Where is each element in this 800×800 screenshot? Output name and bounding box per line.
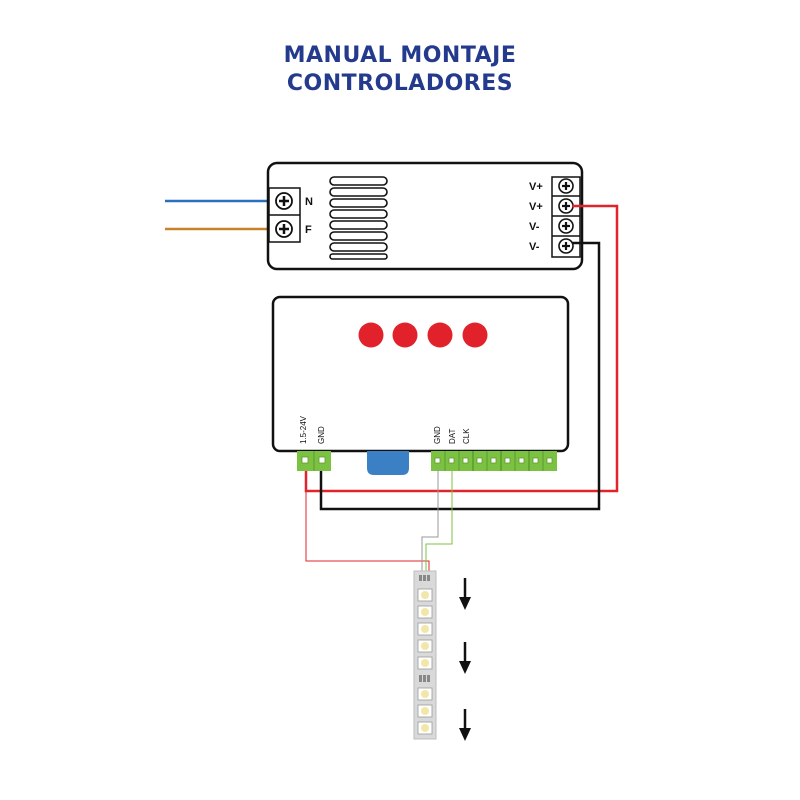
- blue-connector: [367, 451, 409, 475]
- power-terminal-block: [297, 451, 331, 471]
- down-arrow-icon: [459, 642, 471, 674]
- signal-terminal-block: [431, 451, 557, 471]
- screw-terminal-icon: [275, 220, 293, 238]
- negative-wire: [319, 241, 601, 511]
- down-arrow-icon: [459, 709, 471, 741]
- input-label-n: N: [305, 196, 313, 208]
- led-chip-icon: [417, 687, 433, 701]
- led-chip-icon: [417, 639, 433, 653]
- led-strip: [413, 570, 437, 740]
- output-label-vplus-1: V+: [529, 181, 543, 193]
- down-arrow-icon: [459, 578, 471, 610]
- screw-terminal-icon: [558, 218, 574, 234]
- led-chip-icon: [417, 704, 433, 718]
- screw-terminal-icon: [558, 238, 574, 254]
- output-label-vminus-2: V-: [529, 241, 540, 253]
- vent-grille: [329, 176, 388, 260]
- strip-gnd-wire: [421, 468, 439, 576]
- terminal-label-dat: DAT: [448, 428, 457, 444]
- terminal-label-power: 1.5-24V: [299, 415, 308, 444]
- led-chip-icon: [417, 622, 433, 636]
- terminal-label-clk: CLK: [462, 428, 471, 444]
- led-chip-icon: [417, 588, 433, 602]
- positive-wire: [304, 204, 619, 493]
- screw-terminal-icon: [275, 192, 293, 210]
- page-title-line-1: MANUAL MONTAJE: [283, 43, 517, 68]
- output-label-vminus-1: V-: [529, 221, 540, 233]
- controller-button-2[interactable]: [392, 322, 418, 348]
- controller-button-3[interactable]: [427, 322, 453, 348]
- power-supply: N F: [266, 161, 584, 271]
- strip-data-wire: [425, 468, 453, 576]
- output-label-vplus-2: V+: [529, 201, 543, 213]
- led-chip-icon: [417, 656, 433, 670]
- controller-button-1[interactable]: [358, 322, 384, 348]
- page-title-line-2: CONTROLADORES: [286, 71, 514, 96]
- controller-button-4[interactable]: [462, 322, 488, 348]
- input-label-f: F: [305, 224, 312, 236]
- led-chip-icon: [417, 605, 433, 619]
- strip-power-wire: [305, 491, 430, 576]
- led-chip-icon: [417, 721, 433, 735]
- terminal-label-gnd-power: GND: [317, 426, 326, 444]
- screw-terminal-icon: [558, 198, 574, 214]
- screw-terminal-icon: [558, 178, 574, 194]
- controller: 1.5-24V GND GND DAT CLK: [271, 295, 570, 453]
- terminal-label-gnd-signal: GND: [433, 426, 442, 444]
